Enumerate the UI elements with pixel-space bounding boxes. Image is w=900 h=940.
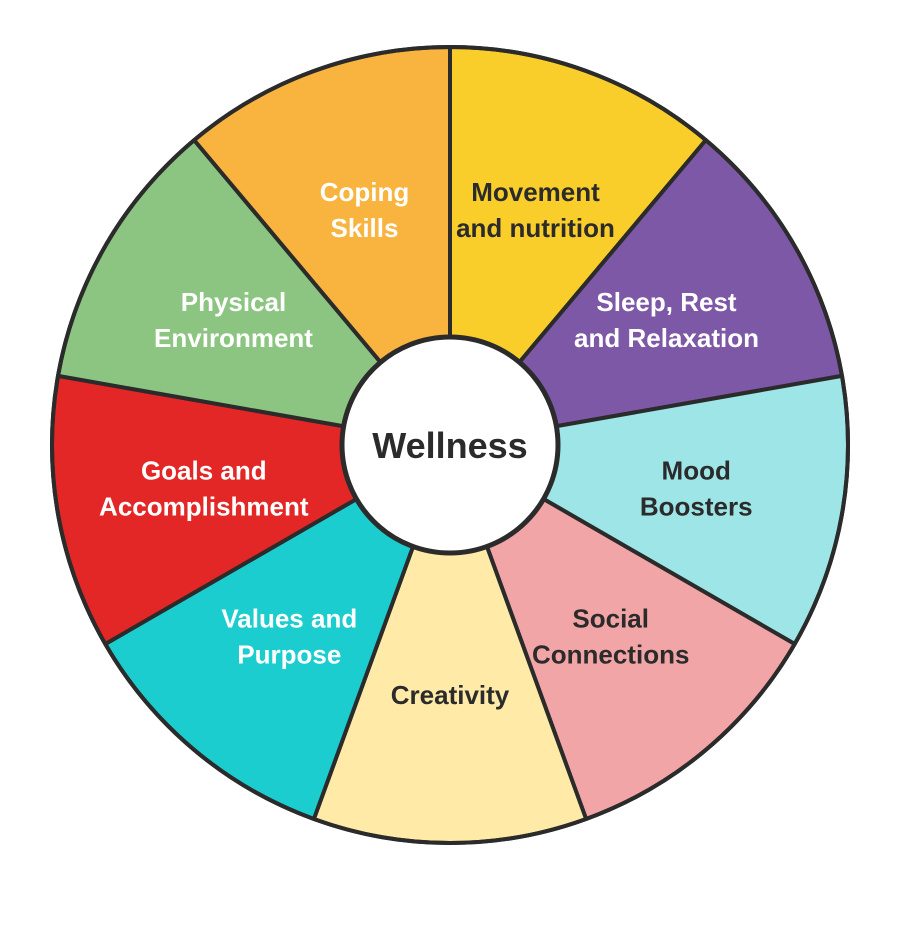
segment-label-line: Creativity xyxy=(391,680,510,710)
segment-label-line: Accomplishment xyxy=(99,491,309,521)
segment-label-line: Goals and xyxy=(141,455,267,485)
segment-label-line: Skills xyxy=(331,213,399,243)
center-hub xyxy=(339,334,561,556)
segment-label-line: Physical xyxy=(181,287,287,317)
segment-label-line: Environment xyxy=(154,323,313,353)
wheel-outer-ring xyxy=(50,45,850,845)
segment-label-line: Connections xyxy=(532,640,689,670)
segment-label-line: Movement xyxy=(471,177,600,207)
segment-label-line: and Relaxation xyxy=(574,323,759,353)
segment-label-line: Social xyxy=(572,604,649,634)
segment-label-line: Boosters xyxy=(640,491,753,521)
segment-label-line: Values and xyxy=(221,604,357,634)
segment-label-1: Sleep, Rest and Relaxation xyxy=(574,287,759,353)
center-label: Wellness xyxy=(372,425,527,466)
segment-label-line: and nutrition xyxy=(456,213,615,243)
segment-label-4: Creativity xyxy=(391,680,510,710)
segment-label-line: Coping xyxy=(320,177,410,207)
segment-label-line: Mood xyxy=(662,455,731,485)
segment-label-line: Sleep, Rest xyxy=(596,287,737,317)
segment-label-line: Purpose xyxy=(237,640,341,670)
segment-label-0: Movement and nutrition xyxy=(456,177,615,243)
